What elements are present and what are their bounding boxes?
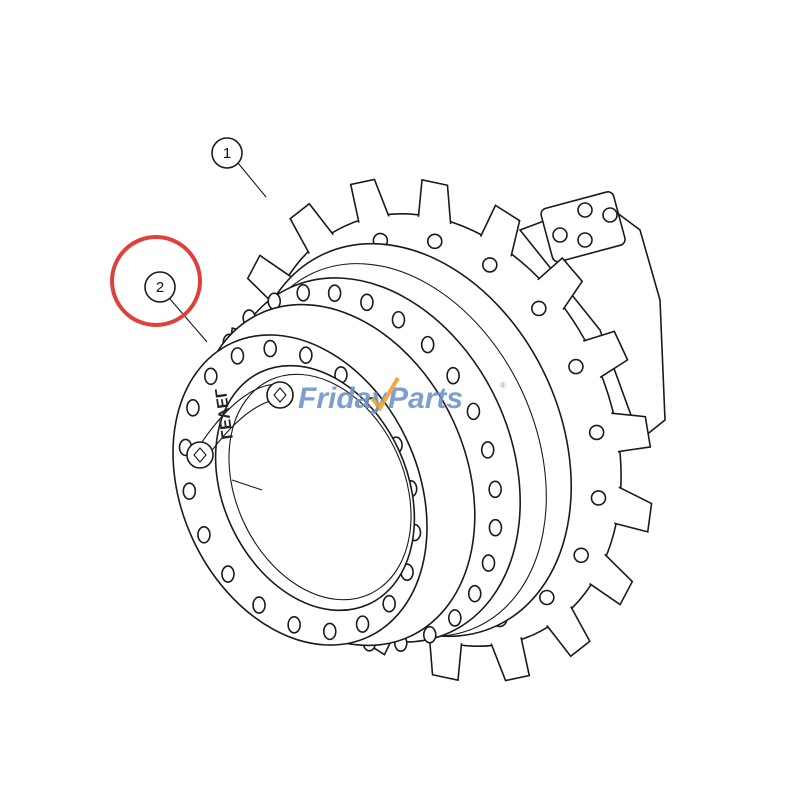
- plug-top: [266, 381, 294, 409]
- hub-bolt: [391, 310, 406, 329]
- sprocket-bolt: [482, 257, 498, 273]
- cover-bolt-hole: [252, 596, 266, 614]
- hub-bolt: [296, 284, 311, 302]
- svg-text:FridayParts: FridayParts: [298, 382, 463, 415]
- svg-text:2: 2: [156, 279, 164, 296]
- sprocket-tooth: [289, 202, 334, 254]
- sprocket-bolt: [426, 233, 443, 250]
- watermark: FridayParts ®: [298, 376, 506, 415]
- highlight-circle: [110, 235, 202, 327]
- cover-bolt-hole: [197, 525, 211, 544]
- hub-bolt: [446, 366, 460, 385]
- sprocket-tooth: [589, 553, 634, 606]
- hub-bolt: [360, 293, 374, 312]
- cover-bolt-hole: [355, 615, 370, 633]
- hub-bolt: [488, 480, 502, 499]
- hub-bolt: [466, 402, 481, 421]
- sprocket-bolt: [573, 547, 589, 564]
- cover-bolt-hole: [182, 482, 197, 500]
- hub-bolt: [327, 284, 342, 302]
- cover-bolt-hole: [299, 346, 313, 364]
- sprocket-tooth: [537, 256, 584, 311]
- hub-bolt: [422, 625, 437, 644]
- hub-bolt: [481, 554, 496, 572]
- hub-bolt: [467, 584, 482, 603]
- sprocket-tooth: [611, 412, 652, 453]
- cover-bolt-hole: [322, 622, 337, 641]
- callout-2: 2: [144, 271, 208, 343]
- cover-bolt-hole: [263, 339, 278, 358]
- sprocket-bolt: [531, 300, 547, 317]
- svg-text:1: 1: [223, 145, 231, 162]
- sprocket-tooth: [417, 178, 452, 224]
- cover-bolt-hole: [186, 399, 200, 417]
- hub-bolt: [448, 609, 462, 627]
- hub-bolt: [488, 518, 503, 537]
- sprocket-bolt: [568, 358, 584, 375]
- cover-bolt-hole: [204, 367, 218, 386]
- cover-bolt-hole: [221, 565, 235, 583]
- sprocket-bolt: [539, 589, 555, 606]
- sprocket-tooth: [479, 204, 521, 257]
- sprocket-tooth: [428, 636, 463, 682]
- sprocket-bolt: [590, 490, 607, 506]
- sprocket-tooth: [349, 178, 390, 223]
- sprocket-tooth: [490, 637, 531, 682]
- cover-bolt-hole: [287, 616, 301, 634]
- sprocket-tooth: [546, 606, 591, 658]
- cover-bolt-hole: [230, 347, 245, 365]
- cover-bolt-hole: [382, 594, 396, 613]
- callout-1: 1: [211, 137, 267, 198]
- hub-bolt: [480, 441, 495, 459]
- cover-flange: LEVEL: [172, 334, 428, 646]
- sprocket-bolt: [588, 424, 605, 441]
- sprocket-tooth: [613, 486, 653, 533]
- plug-level: [186, 441, 214, 469]
- sprocket-tooth: [582, 330, 629, 379]
- motor-housing: [518, 191, 666, 442]
- svg-text:®: ®: [500, 381, 506, 390]
- hub-bolt: [420, 335, 435, 354]
